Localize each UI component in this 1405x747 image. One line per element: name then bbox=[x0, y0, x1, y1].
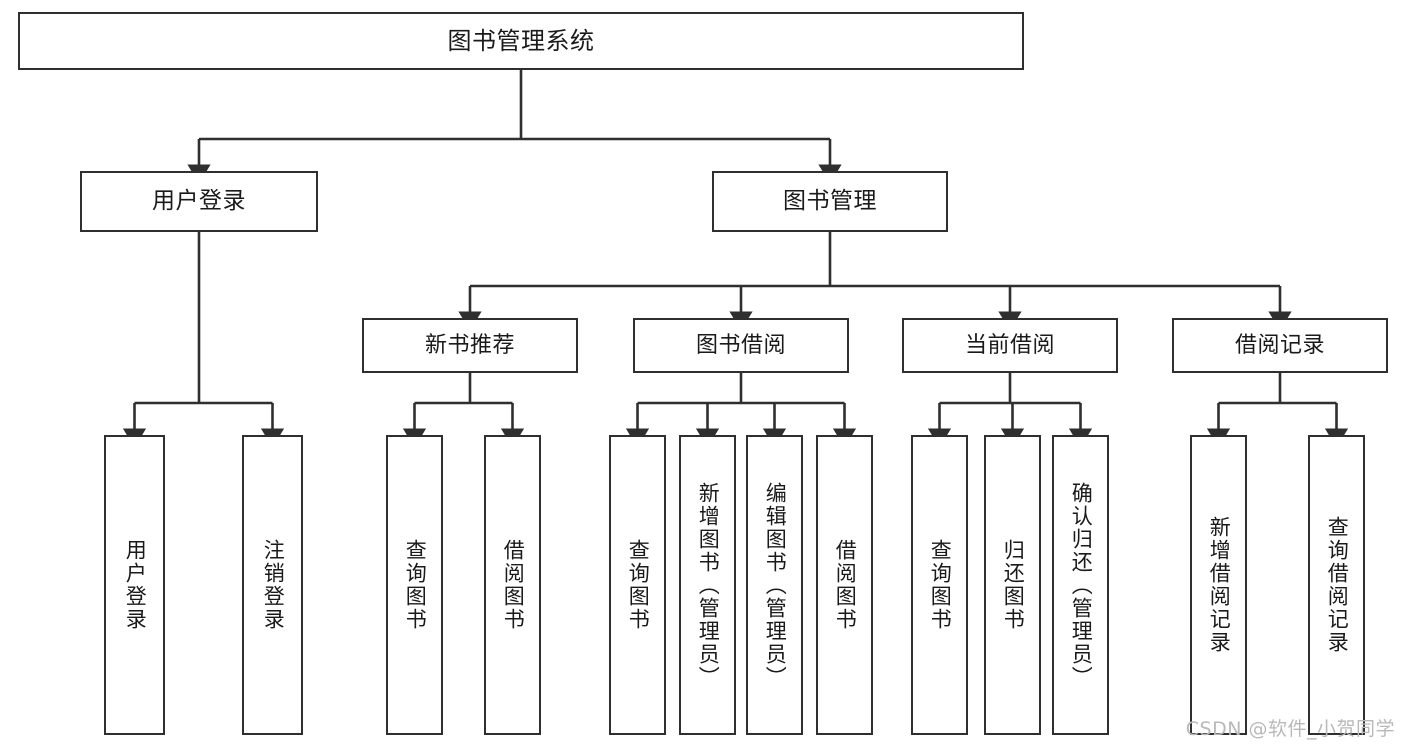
node-leaf-user-logout[interactable]: 注销登录 bbox=[242, 435, 303, 735]
node-label-new-book-rec: 新书推荐 bbox=[424, 332, 515, 358]
node-label-borrow-record: 借阅记录 bbox=[1234, 332, 1325, 358]
node-book-manage[interactable]: 图书管理 bbox=[712, 171, 948, 232]
node-leaf-bb-add[interactable]: 新增图书（管理员） bbox=[679, 435, 736, 735]
node-leaf-bb-query[interactable]: 查询图书 bbox=[609, 435, 666, 735]
node-leaf-br-query[interactable]: 查询借阅记录 bbox=[1308, 435, 1365, 735]
node-label-leaf-bb-add: 新增图书（管理员） bbox=[696, 481, 721, 689]
node-label-leaf-bb-edit: 编辑图书（管理员） bbox=[763, 481, 788, 689]
node-leaf-user-login[interactable]: 用户登录 bbox=[104, 435, 165, 735]
node-leaf-rec-query[interactable]: 查询图书 bbox=[386, 435, 443, 735]
node-label-leaf-cb-query: 查询图书 bbox=[928, 539, 953, 631]
node-leaf-cb-confirm[interactable]: 确认归还（管理员） bbox=[1052, 435, 1109, 735]
node-label-user-login: 用户登录 bbox=[152, 187, 246, 214]
node-book-borrow[interactable]: 图书借阅 bbox=[633, 318, 849, 373]
node-label-leaf-user-logout: 注销登录 bbox=[261, 539, 286, 631]
node-label-root: 图书管理系统 bbox=[447, 26, 595, 55]
node-label-current-borrow: 当前借阅 bbox=[964, 332, 1055, 358]
node-label-leaf-user-login: 用户登录 bbox=[123, 539, 148, 631]
node-label-leaf-br-add: 新增借阅记录 bbox=[1207, 516, 1232, 654]
node-label-book-manage: 图书管理 bbox=[783, 187, 877, 214]
node-root[interactable]: 图书管理系统 bbox=[18, 12, 1024, 70]
node-label-leaf-cb-confirm: 确认归还（管理员） bbox=[1069, 481, 1094, 689]
node-leaf-br-add[interactable]: 新增借阅记录 bbox=[1190, 435, 1247, 735]
node-label-leaf-bb-query: 查询图书 bbox=[626, 539, 651, 631]
node-current-borrow[interactable]: 当前借阅 bbox=[902, 318, 1118, 373]
node-new-book-rec[interactable]: 新书推荐 bbox=[362, 318, 578, 373]
node-leaf-rec-borrow[interactable]: 借阅图书 bbox=[484, 435, 541, 735]
node-label-leaf-bb-borrow: 借阅图书 bbox=[833, 539, 858, 631]
node-leaf-cb-query[interactable]: 查询图书 bbox=[911, 435, 968, 735]
node-user-login[interactable]: 用户登录 bbox=[80, 171, 318, 232]
node-borrow-record[interactable]: 借阅记录 bbox=[1172, 318, 1388, 373]
node-label-leaf-rec-borrow: 借阅图书 bbox=[501, 539, 526, 631]
node-leaf-bb-edit[interactable]: 编辑图书（管理员） bbox=[746, 435, 803, 735]
node-label-leaf-rec-query: 查询图书 bbox=[403, 539, 428, 631]
node-leaf-cb-return[interactable]: 归还图书 bbox=[984, 435, 1041, 735]
node-label-book-borrow: 图书借阅 bbox=[695, 332, 786, 358]
node-label-leaf-br-query: 查询借阅记录 bbox=[1325, 516, 1350, 654]
watermark-text: CSDN @软件_小贺同学 bbox=[1185, 718, 1395, 740]
node-label-leaf-cb-return: 归还图书 bbox=[1001, 539, 1026, 631]
node-leaf-bb-borrow[interactable]: 借阅图书 bbox=[816, 435, 873, 735]
